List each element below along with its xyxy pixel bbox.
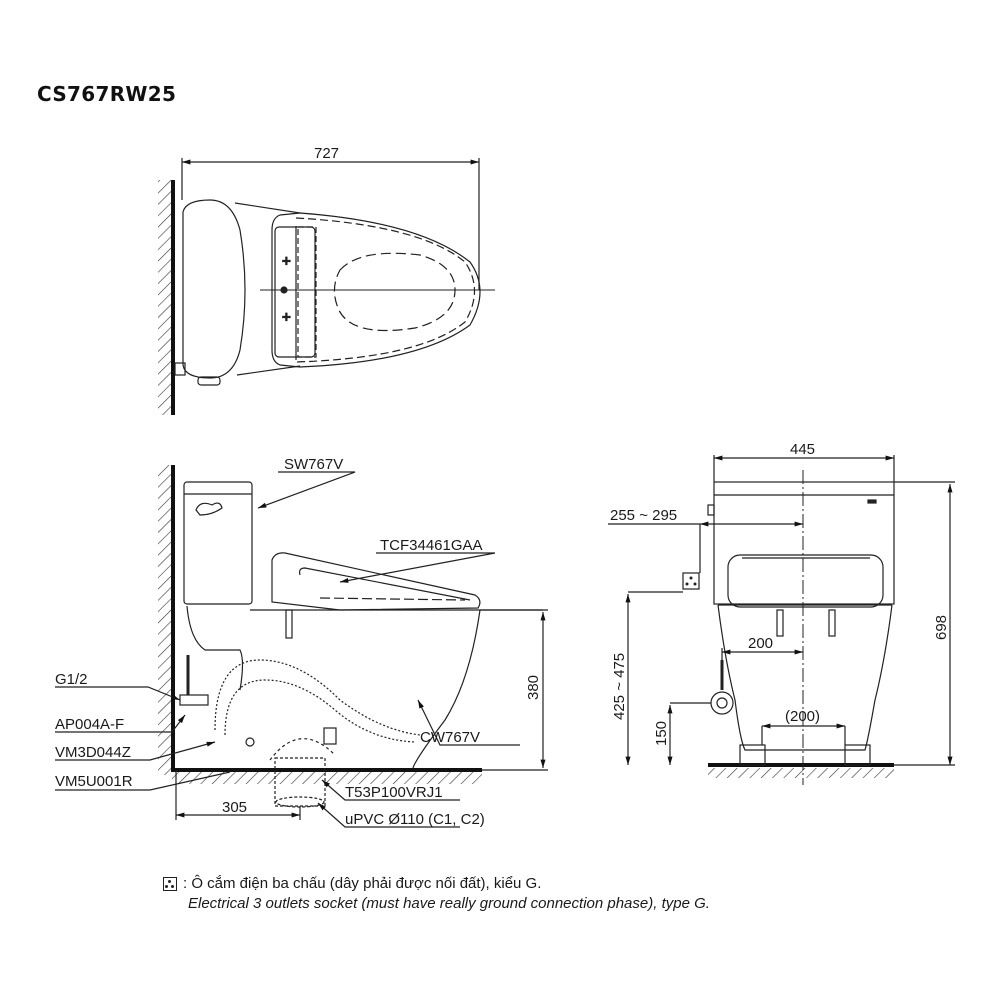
label-pipe: uPVC Ø110 (C1, C2) xyxy=(345,811,485,828)
dim-rough-in: 305 xyxy=(222,799,247,816)
label-vm5u: VM5U001R xyxy=(55,773,133,790)
dim-bolt-spacing: (200) xyxy=(785,708,820,725)
dim-length: 727 xyxy=(314,145,339,162)
label-flange: T53P100VRJ1 xyxy=(345,784,443,801)
side-view xyxy=(55,465,548,828)
dim-supply-offset: 200 xyxy=(748,635,773,652)
front-view xyxy=(608,455,955,785)
dim-total-height: 698 xyxy=(933,615,950,640)
legend-vi: : Ô cắm điện ba chấu (dây phải được nối … xyxy=(183,875,542,892)
dim-rim-height: 380 xyxy=(525,675,542,700)
socket-icon xyxy=(685,576,697,586)
svg-text:+: + xyxy=(282,309,291,326)
label-g12: G1/2 xyxy=(55,671,88,688)
label-tank: SW767V xyxy=(284,456,343,473)
socket-icon xyxy=(163,877,177,891)
legend-note: : Ô cắm điện ba chấu (dây phải được nối … xyxy=(163,874,710,914)
label-vm3d: VM3D044Z xyxy=(55,744,131,761)
label-ap004: AP004A-F xyxy=(55,716,124,733)
label-bowl: CW767V xyxy=(420,729,480,746)
dim-socket-height: 425 ~ 475 xyxy=(611,653,628,720)
legend-en: Electrical 3 outlets socket (must have r… xyxy=(188,895,710,912)
svg-text:+: + xyxy=(282,253,291,270)
top-view: + + xyxy=(158,158,495,415)
dim-socket-offset: 255 ~ 295 xyxy=(610,507,677,524)
dim-supply-height: 150 xyxy=(653,721,670,746)
label-seat: TCF34461GAA xyxy=(380,537,483,554)
dim-width: 445 xyxy=(790,441,815,458)
model-title: CS767RW25 xyxy=(37,82,177,106)
